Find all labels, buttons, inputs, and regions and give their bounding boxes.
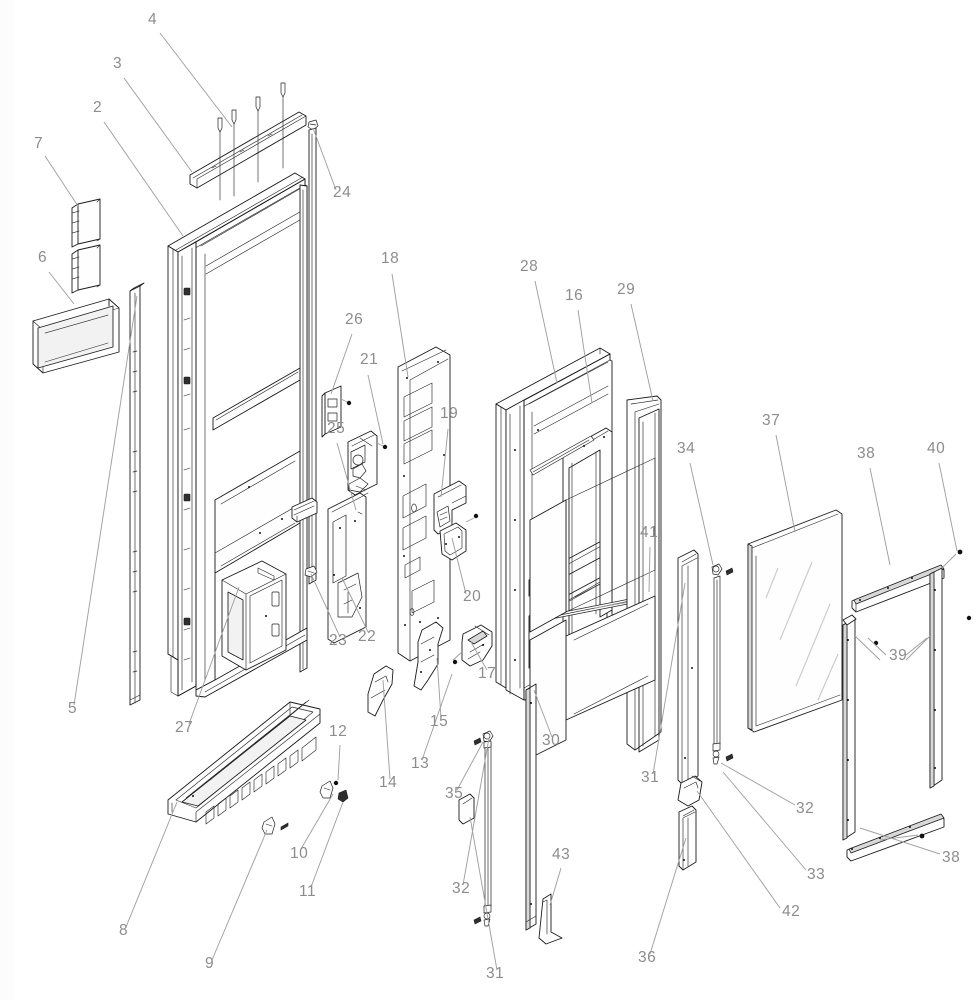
callout-39: 39 xyxy=(889,647,907,664)
callout-10: 10 xyxy=(290,845,308,862)
callout-12: 12 xyxy=(329,723,347,740)
callout-14: 14 xyxy=(379,774,397,791)
part-gas-strut xyxy=(473,730,494,927)
screw xyxy=(231,109,237,197)
callout-41: 41 xyxy=(640,524,658,541)
part-corner-gusset xyxy=(452,624,493,667)
callout-13: 13 xyxy=(411,755,429,772)
callout-24: 24 xyxy=(333,184,351,201)
callout-7: 7 xyxy=(34,135,43,152)
part-validator-bracket xyxy=(327,492,367,644)
callout-43: 43 xyxy=(552,846,570,863)
part-fastener-screws-row xyxy=(217,82,286,201)
callout-40: 40 xyxy=(927,440,945,457)
callout-27: 27 xyxy=(175,719,193,736)
callout-16: 16 xyxy=(565,287,583,304)
callout-29: 29 xyxy=(617,281,635,298)
callout-28: 28 xyxy=(520,258,538,275)
callout-15: 15 xyxy=(430,713,448,730)
callout-33: 33 xyxy=(807,866,825,883)
callout-25: 25 xyxy=(327,420,345,437)
callout-4: 4 xyxy=(148,11,157,28)
callout-42: 42 xyxy=(782,903,800,920)
callout-20: 20 xyxy=(463,588,481,605)
part-glazing-bead-side-right xyxy=(905,567,943,789)
part-glazing-bead-top xyxy=(851,549,963,613)
part-corner-cap xyxy=(677,775,703,807)
callout-labels: 4 3 2 7 6 24 26 21 25 18 19 20 23 22 27 … xyxy=(34,11,960,982)
callout-26: 26 xyxy=(345,311,363,328)
callout-31: 31 xyxy=(641,769,659,786)
callout-11: 11 xyxy=(299,883,316,900)
part-control-mounting-plate xyxy=(397,346,451,662)
part-door-stile-long-mid xyxy=(677,549,699,785)
callout-34: 34 xyxy=(677,440,695,457)
callout-23: 23 xyxy=(329,632,347,649)
screw xyxy=(280,82,286,169)
callout-32: 32 xyxy=(452,880,470,897)
part-vertical-trim-short xyxy=(678,805,697,871)
part-control-box-enclosure xyxy=(221,560,287,671)
part-hinge-brackets-pair xyxy=(71,198,101,294)
callout-32b: 32 xyxy=(796,800,814,817)
part-bottom-kick-plate xyxy=(538,893,563,945)
part-chute-bracket xyxy=(413,621,444,691)
callout-21: 21 xyxy=(360,351,378,368)
part-lower-access-panel xyxy=(32,298,120,374)
part-door-edge-rail xyxy=(525,683,537,931)
part-cabinet-main-frame xyxy=(167,127,317,698)
part-delivery-bin-tray xyxy=(167,699,321,825)
part-lock-plate xyxy=(321,385,352,438)
part-glazing-bead-side-left xyxy=(842,617,881,841)
sheet-left-margin-band xyxy=(0,0,14,1000)
part-tray-clip-b xyxy=(319,780,334,799)
callout-19: 19 xyxy=(440,405,458,422)
callout-31b: 31 xyxy=(486,965,504,982)
part-outer-door-frame xyxy=(529,395,662,759)
part-glazing-bead-extra-39 xyxy=(842,614,972,646)
callout-18: 18 xyxy=(381,250,399,267)
part-glass-pane xyxy=(747,509,843,733)
part-gas-strut-right xyxy=(711,563,734,765)
callout-2: 2 xyxy=(93,99,102,116)
callout-22: 22 xyxy=(358,628,376,645)
screw xyxy=(255,96,261,183)
part-long-vertical-rail-left xyxy=(129,282,145,706)
callout-17: 17 xyxy=(478,665,496,682)
part-tray-pin xyxy=(333,780,339,786)
callout-3: 3 xyxy=(113,55,122,72)
callout-8: 8 xyxy=(119,922,128,939)
part-small-pivot-block xyxy=(304,565,318,578)
part-latch-shoe xyxy=(291,497,318,523)
callout-36: 36 xyxy=(638,949,656,966)
callout-9: 9 xyxy=(205,955,214,972)
callout-6: 6 xyxy=(38,249,47,266)
part-chute-deflector xyxy=(367,665,394,717)
callout-5: 5 xyxy=(68,700,77,717)
leader-lines xyxy=(44,32,958,971)
part-coin-mech-bracket xyxy=(433,480,467,535)
callout-37: 37 xyxy=(762,412,780,429)
part-top-trim-rail xyxy=(189,111,307,189)
callout-38b: 38 xyxy=(942,849,960,866)
callout-30: 30 xyxy=(542,732,560,749)
part-lock-assembly xyxy=(347,430,388,501)
part-door-stile-bottom xyxy=(458,793,475,825)
callout-38: 38 xyxy=(857,445,875,462)
screw xyxy=(217,117,223,201)
callout-35: 35 xyxy=(445,785,463,802)
part-tray-roller xyxy=(337,789,349,803)
part-tray-clip-a xyxy=(261,816,289,835)
part-glazing-bead-bottom xyxy=(846,813,945,862)
